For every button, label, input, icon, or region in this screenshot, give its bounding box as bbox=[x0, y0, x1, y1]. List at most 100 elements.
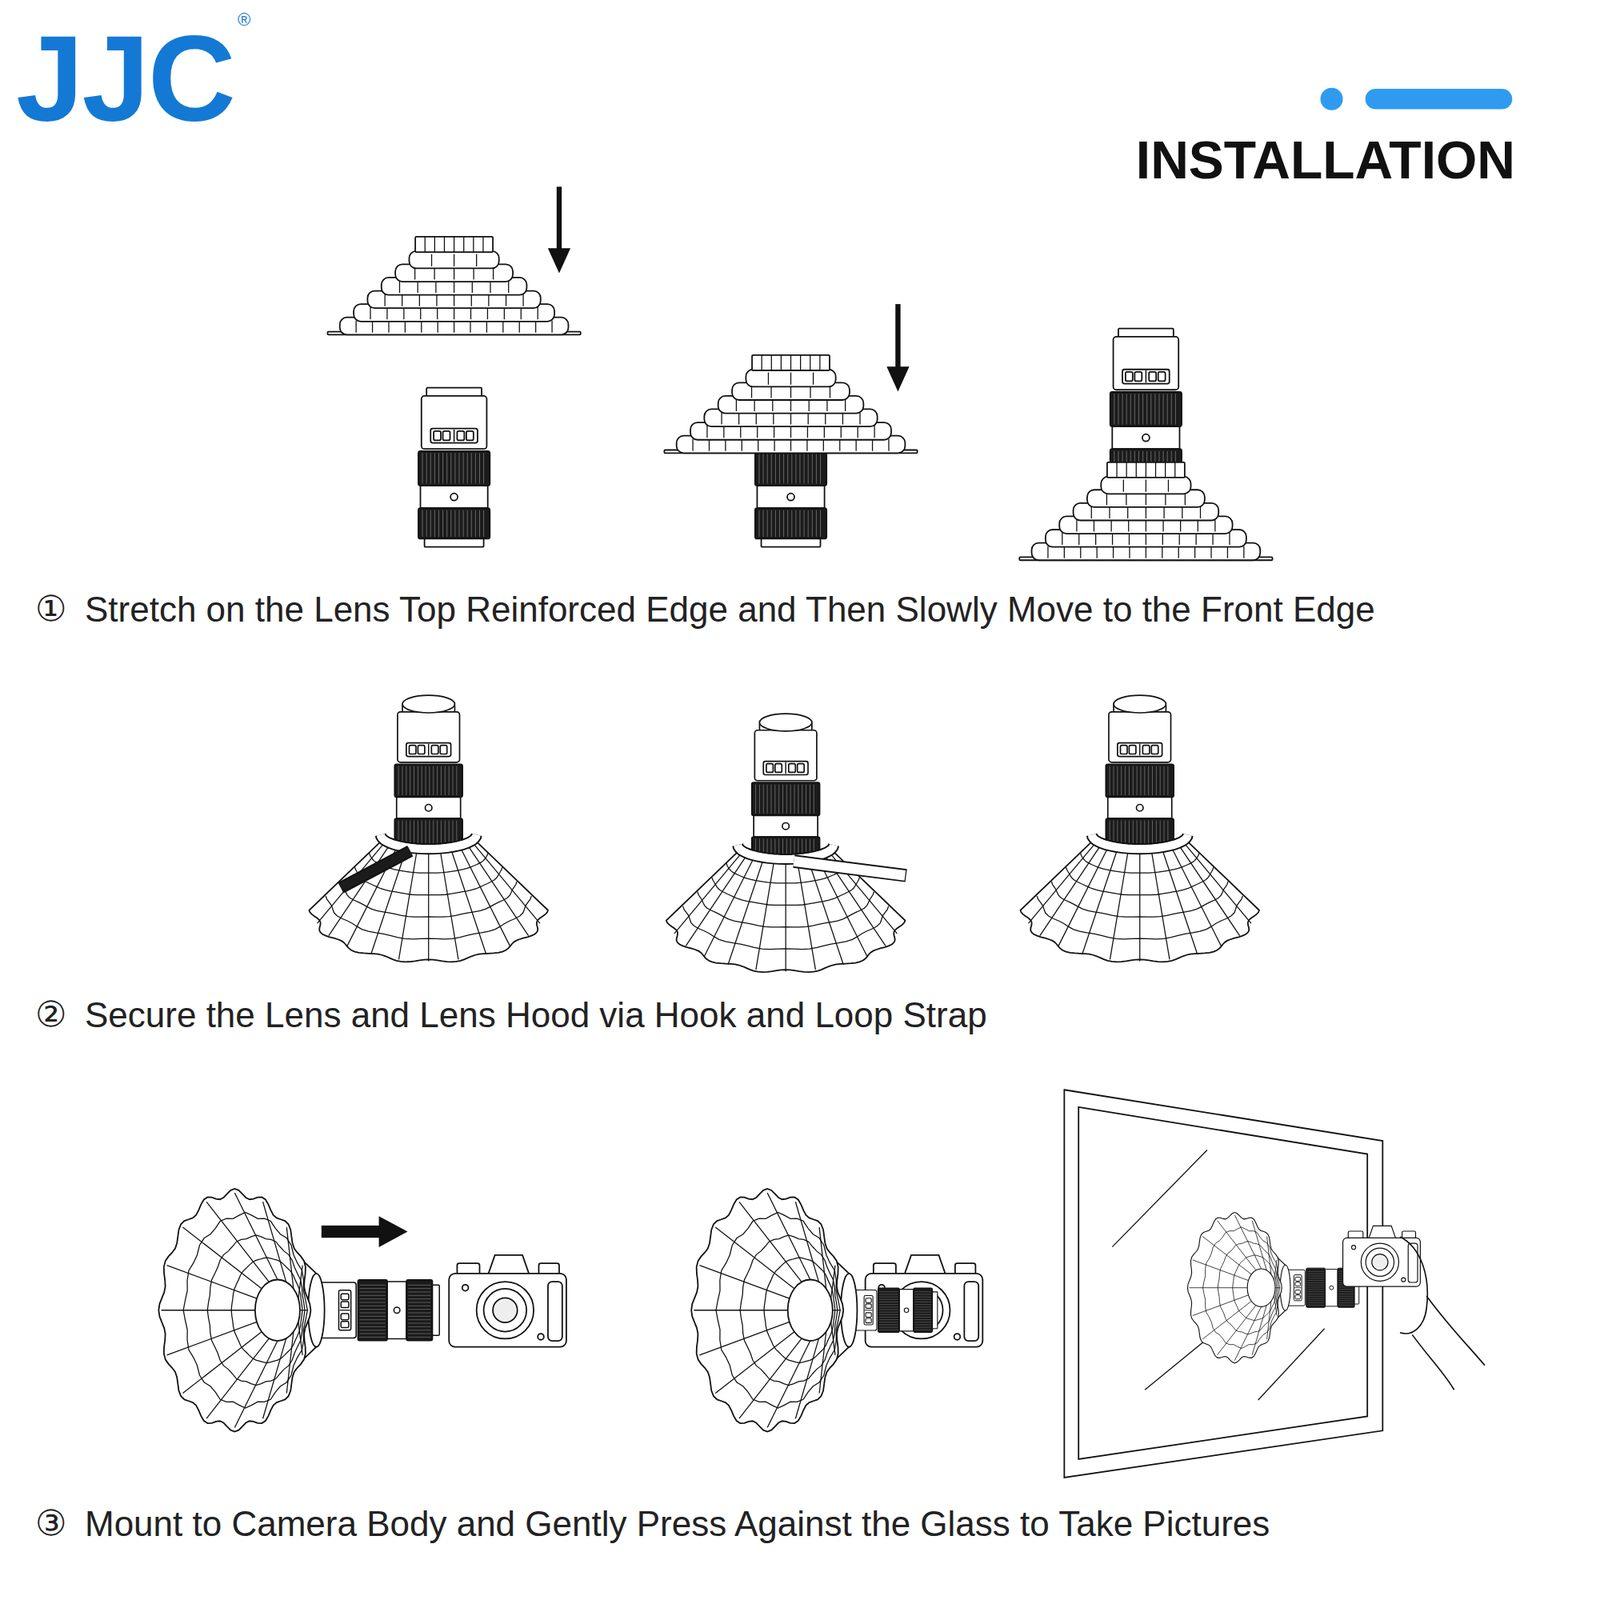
glass-frame bbox=[1064, 1089, 1383, 1478]
collar-slit bbox=[424, 236, 426, 252]
hood-rib bbox=[1078, 532, 1080, 545]
ring-ridge bbox=[1132, 766, 1134, 796]
ring-ridge bbox=[408, 1295, 431, 1296]
ring-ridge bbox=[426, 452, 428, 484]
hood-rib bbox=[829, 385, 831, 398]
hood-rib bbox=[1112, 532, 1113, 545]
ring-ridge bbox=[408, 1284, 431, 1286]
ring-ridge bbox=[446, 510, 448, 537]
zoom-ring bbox=[755, 508, 827, 539]
ring-ridge bbox=[421, 820, 423, 847]
collar-slit bbox=[472, 236, 474, 252]
collar-slit bbox=[444, 236, 445, 252]
hood-rib bbox=[770, 385, 772, 398]
hood-rib bbox=[1197, 519, 1199, 532]
lens-part bbox=[1112, 426, 1180, 449]
ring-ridge bbox=[879, 1306, 899, 1308]
ring-ridge bbox=[1307, 1280, 1324, 1281]
hood-rib bbox=[856, 438, 857, 451]
hood-rib bbox=[1163, 506, 1164, 519]
camera-shell bbox=[1343, 1237, 1421, 1287]
scale-mark bbox=[456, 431, 464, 440]
hood-rib bbox=[453, 280, 455, 293]
ring-ridge bbox=[454, 452, 456, 484]
ring-ridge bbox=[430, 452, 432, 484]
hood-rib bbox=[1162, 849, 1198, 955]
hood-rib bbox=[1243, 545, 1244, 558]
scale-mark bbox=[1295, 1276, 1300, 1281]
ring-ridge bbox=[432, 820, 434, 847]
scale-mark bbox=[431, 745, 438, 755]
lens-part bbox=[899, 1289, 913, 1332]
hood-rib bbox=[873, 425, 875, 438]
ring-ridge bbox=[442, 452, 444, 484]
hood-rib bbox=[1200, 506, 1201, 519]
hood-rim bbox=[158, 1188, 311, 1432]
hood-rib bbox=[790, 412, 792, 424]
collar-slit bbox=[780, 355, 782, 371]
ring-ridge bbox=[1148, 820, 1149, 847]
hood-tier bbox=[1100, 476, 1191, 495]
ring-ridge bbox=[458, 510, 460, 537]
hood-rib bbox=[826, 399, 828, 412]
hood-rib bbox=[715, 1332, 795, 1394]
ring-ridge bbox=[408, 1329, 431, 1331]
ring-ridge bbox=[879, 1321, 899, 1323]
ring-ridge bbox=[879, 1319, 899, 1320]
hood-rib bbox=[436, 307, 438, 320]
ring-ridge bbox=[914, 1299, 932, 1300]
scale-mark bbox=[417, 745, 424, 755]
ring-ridge bbox=[1307, 1273, 1324, 1275]
hood-rib bbox=[790, 385, 792, 398]
ring-ridge bbox=[1307, 1277, 1324, 1279]
ring-ridge bbox=[1156, 766, 1157, 796]
ring-ridge bbox=[771, 510, 772, 537]
ring-ridge bbox=[1307, 1275, 1324, 1276]
ring-ridge bbox=[767, 784, 768, 814]
ring-ridge bbox=[763, 784, 764, 814]
lens-hood bbox=[1019, 462, 1272, 560]
hood-body bbox=[666, 848, 905, 972]
text: Secure the Lens and Lens Hood via Hook a… bbox=[84, 995, 988, 1035]
ring-ridge bbox=[1132, 820, 1134, 847]
hood-rib bbox=[1267, 1236, 1272, 1275]
ring-ridge bbox=[438, 452, 440, 484]
text: Stretch on the Lens Top Reinforced Edge … bbox=[84, 589, 1376, 629]
hood-rib bbox=[790, 438, 792, 451]
lens-mount bbox=[476, 1281, 534, 1339]
ring-ridge bbox=[1307, 1304, 1324, 1306]
ring-ridge bbox=[413, 766, 415, 796]
scale-mark bbox=[1295, 1295, 1300, 1300]
hood-rib bbox=[414, 267, 416, 280]
hood-rib bbox=[724, 438, 726, 451]
ring-ridge bbox=[879, 1293, 899, 1295]
hood-rib bbox=[1181, 506, 1183, 519]
ring-ridge bbox=[755, 784, 756, 814]
hood-rib bbox=[1168, 479, 1169, 492]
lens-front bbox=[759, 713, 812, 732]
scale-mark bbox=[788, 764, 796, 773]
ring-ridge bbox=[1152, 766, 1153, 796]
ring-ridge bbox=[1116, 766, 1118, 796]
ring-ridge bbox=[1120, 766, 1122, 796]
ring-ridge bbox=[422, 452, 424, 484]
hood-rib bbox=[356, 320, 357, 333]
ring-ridge bbox=[779, 452, 780, 484]
index-dot bbox=[1142, 434, 1150, 442]
hood-rib bbox=[472, 267, 474, 280]
ring-ridge bbox=[804, 510, 805, 537]
lens-mount bbox=[432, 1284, 440, 1336]
ring-ridge bbox=[795, 452, 796, 484]
ring-ridge bbox=[467, 510, 468, 537]
arrow-head bbox=[888, 367, 909, 390]
ring-ridge bbox=[359, 1298, 386, 1300]
ring-ridge bbox=[791, 510, 792, 537]
ring-ridge bbox=[417, 766, 419, 796]
ring-ridge bbox=[809, 784, 811, 814]
hood-rib bbox=[753, 399, 755, 412]
ring-ridge bbox=[398, 766, 400, 796]
hood-rib bbox=[167, 1265, 258, 1299]
lens-glass bbox=[1247, 1268, 1276, 1307]
hood-rib bbox=[487, 307, 488, 320]
hood-rib bbox=[823, 438, 824, 451]
